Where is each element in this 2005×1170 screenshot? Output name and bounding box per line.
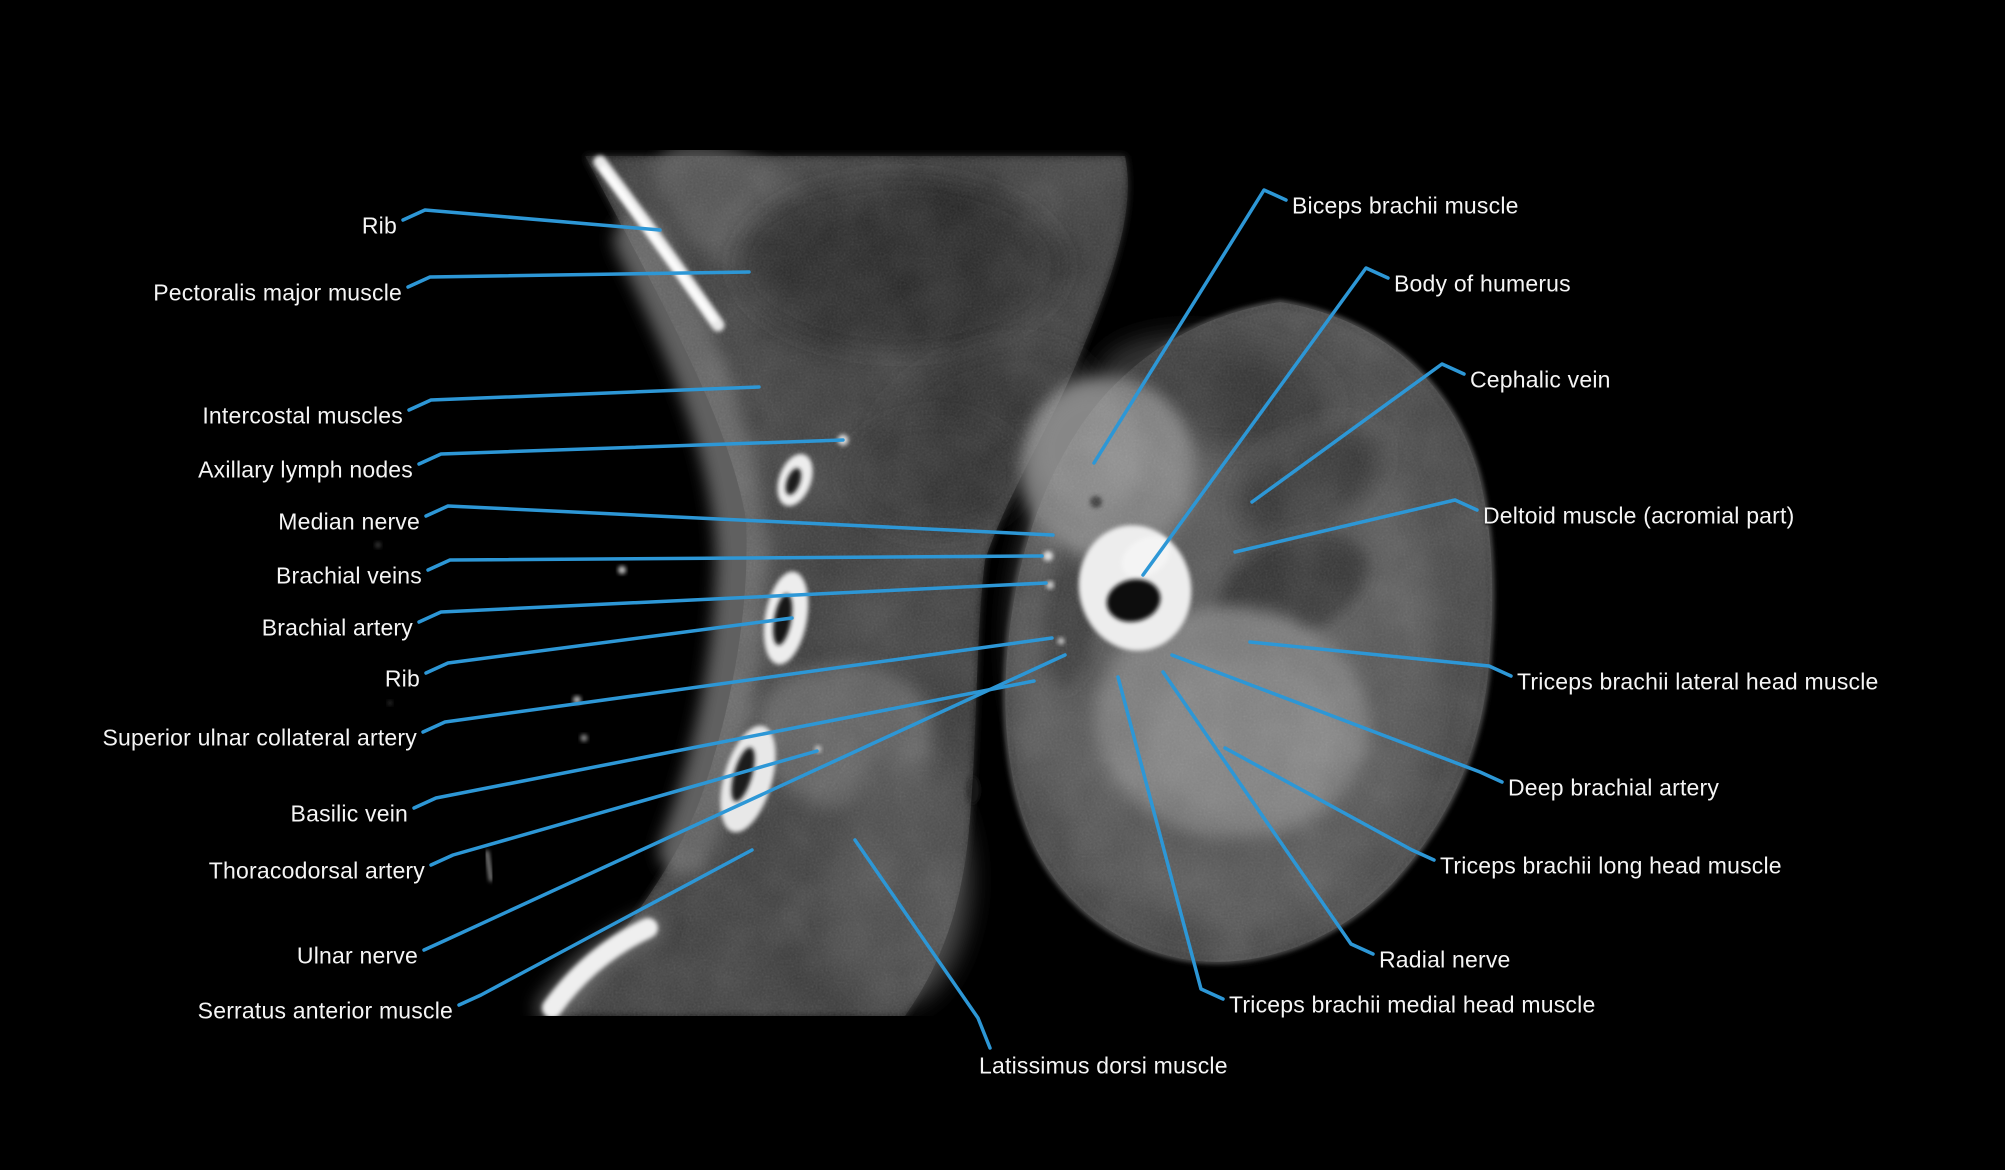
label-serratus-anterior-muscle: Serratus anterior muscle: [197, 997, 453, 1024]
leader-radial-nerve: [1161, 670, 1375, 956]
label-deep-brachial-artery: Deep brachial artery: [1508, 774, 1720, 801]
label-rib-lower: Rib: [384, 665, 420, 692]
leader-latissimus-dorsi: [853, 838, 992, 1050]
ct-frame-cut-top: [0, 0, 2005, 150]
leader-superior-ulnar-collateral-artery: [421, 636, 1054, 734]
label-brachial-veins: Brachial veins: [276, 562, 422, 589]
label-brachial-artery: Brachial artery: [261, 614, 413, 641]
bone-structures: [375, 155, 1192, 1025]
leader-rib-lower: [424, 616, 794, 675]
label-axillary-lymph-nodes: Axillary lymph nodes: [198, 456, 413, 483]
leader-rib-upper: [401, 208, 662, 232]
label-ulnar-nerve: Ulnar nerve: [296, 942, 418, 969]
label-triceps-brachii-long-head-muscle: Triceps brachii long head muscle: [1440, 852, 1782, 879]
leader-intercostal-muscles: [407, 385, 761, 412]
label-basilic-vein: Basilic vein: [290, 800, 408, 827]
leader-basilic-vein: [412, 679, 1036, 810]
label-triceps-brachii-lateral-head-muscle: Triceps brachii lateral head muscle: [1517, 668, 1879, 695]
leader-axillary-lymph-nodes: [417, 438, 845, 466]
label-radial-nerve: Radial nerve: [1379, 946, 1511, 973]
label-triceps-brachii-medial-head-muscle: Triceps brachii medial head muscle: [1229, 991, 1596, 1018]
leader-ulnar-nerve: [422, 653, 1067, 952]
ct-frame-cut-bottom: [0, 1016, 2005, 1170]
label-pectoralis-major-muscle: Pectoralis major muscle: [153, 279, 402, 306]
label-biceps-brachii-muscle: Biceps brachii muscle: [1292, 192, 1519, 219]
leader-lines: [401, 188, 1513, 1050]
leader-biceps-brachii: [1092, 188, 1288, 465]
label-superior-ulnar-collateral-artery: Superior ulnar collateral artery: [102, 724, 417, 751]
label-body-of-humerus: Body of humerus: [1394, 270, 1571, 297]
leader-thoracodorsal-artery: [429, 749, 819, 867]
label-deltoid-muscle-acromial-part: Deltoid muscle (acromial part): [1483, 502, 1795, 529]
leader-brachial-veins: [426, 554, 1044, 572]
label-intercostal-muscles: Intercostal muscles: [202, 402, 403, 429]
leader-brachial-artery: [417, 581, 1048, 624]
leader-serratus-anterior: [457, 848, 754, 1007]
leader-deltoid-muscle: [1233, 498, 1479, 554]
leader-deep-brachial-artery: [1170, 653, 1504, 784]
leader-body-of-humerus: [1141, 266, 1390, 577]
leader-triceps-lateral-head: [1248, 640, 1513, 678]
leader-cephalic-vein: [1250, 362, 1466, 504]
leader-triceps-long-head: [1223, 746, 1436, 862]
label-cephalic-vein: Cephalic vein: [1470, 366, 1611, 393]
label-thoracodorsal-artery: Thoracodorsal artery: [208, 857, 425, 884]
humerus-bone: [1078, 525, 1192, 651]
leader-median-nerve: [424, 504, 1055, 537]
label-rib-upper: Rib: [361, 212, 397, 239]
label-latissimus-dorsi-muscle: Latissimus dorsi muscle: [979, 1052, 1228, 1079]
label-median-nerve: Median nerve: [278, 508, 420, 535]
leader-triceps-medial-head: [1116, 675, 1225, 1001]
leader-pectoralis-major: [406, 270, 751, 289]
